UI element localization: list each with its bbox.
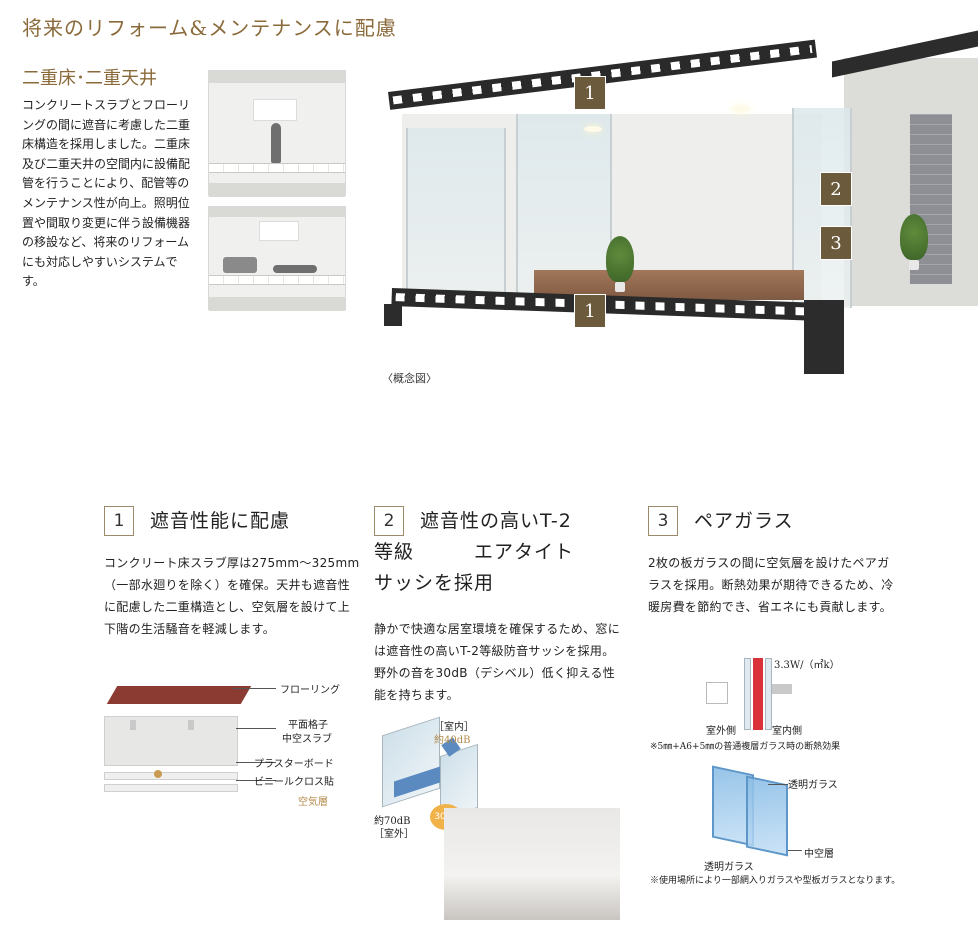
- label-air-layer: 空気層: [298, 797, 328, 808]
- label-flooring: フローリング: [280, 685, 340, 696]
- hero-badge-1-ceiling: 1: [574, 76, 606, 110]
- label-clear-glass-top: 透明ガラス: [788, 780, 838, 791]
- hero-badge-2: 2: [820, 172, 852, 206]
- feature-3-title: ペアガラス: [694, 510, 794, 532]
- label-indoor: ［室内］: [434, 722, 474, 733]
- balcony-photo: [444, 808, 620, 920]
- feature-2-number: 2: [374, 506, 404, 536]
- plant-icon: [606, 236, 634, 292]
- label-plasterboard: プラスターボード: [254, 759, 334, 770]
- hero-caption: 〈概念図〉: [382, 372, 437, 385]
- label-note-1: ※5㎜+A6+5㎜の普通複層ガラス時の断熱効果: [650, 742, 841, 752]
- intro-subtitle: 二重床･二重天井: [22, 68, 157, 89]
- feature-1-body: コンクリート床スラブ厚は275mm～325mm（一部水廻りを除く）を確保。天井も…: [104, 556, 360, 636]
- label-outdoor: ［室外］: [374, 829, 414, 840]
- double-floor-illustration-lower: [208, 206, 346, 311]
- label-note-2: ※使用場所により一部網入りガラスや型板ガラスとなります。: [650, 876, 901, 886]
- lying-person-icon: [273, 265, 317, 273]
- walking-person-icon: [271, 123, 281, 163]
- hero-cutaway-illustration: 1 2 3 1: [384, 18, 978, 380]
- feature-1-heading: 1 遮音性能に配慮: [104, 506, 290, 536]
- feature-3-body: 2枚の板ガラスの間に空気層を設けたペアガラスを採用。断熱効果が期待できるため、冷…: [648, 556, 894, 614]
- hero-badge-3: 3: [820, 226, 852, 260]
- feature-1-number: 1: [104, 506, 134, 536]
- feature-2-heading: 2 遮音性の高いT-2: [374, 506, 572, 536]
- label-grid: 平面格子: [288, 720, 328, 731]
- feature-2-body: 静かで快適な居室環境を確保するため、窓には遮音性の高いT-2等級防音サッシを採用…: [374, 622, 621, 702]
- feature-3-heading: 3 ペアガラス: [648, 506, 794, 536]
- label-inside: 室内側: [772, 726, 802, 737]
- label-air-layer-pair: 中空層: [804, 849, 834, 860]
- label-vinyl-cloth: ビニールクロス貼: [254, 777, 334, 788]
- page-title: 将来のリフォーム&メンテナンスに配慮: [22, 16, 397, 40]
- feature-3-number: 3: [648, 506, 678, 536]
- label-indoor-db: 約40dB: [434, 735, 471, 746]
- label-outside: 室外側: [706, 726, 736, 737]
- label-clear-glass-bottom: 透明ガラス: [704, 862, 754, 873]
- bathtub-icon: [223, 257, 257, 273]
- feature-2-title-line1: 遮音性の高いT-2: [420, 510, 572, 532]
- feature-2-title-line3: サッシを採用: [374, 572, 495, 594]
- hero-badge-1-floor: 1: [574, 294, 606, 328]
- feature-1-title: 遮音性能に配慮: [150, 510, 291, 532]
- intro-body: コンクリートスラブとフローリングの間に遮音に考慮した二重床構造を採用しました。二…: [22, 98, 191, 289]
- label-outdoor-db: 約70dB: [374, 816, 411, 827]
- plant-icon: [900, 214, 928, 270]
- label-hollow-slab: 中空スラブ: [282, 734, 332, 745]
- label-u-value: 3.3W/（㎡k）: [774, 660, 840, 671]
- double-floor-illustration-upper: [208, 70, 346, 197]
- feature-2-title-line2: 等級 エアタイト: [374, 541, 575, 563]
